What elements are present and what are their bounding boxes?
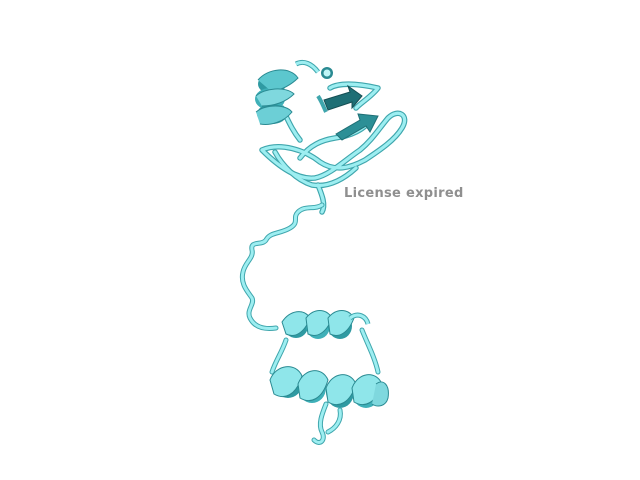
license-watermark: License expired: [344, 186, 464, 201]
upper-helix: [255, 59, 333, 125]
c-terminal-tail: [311, 401, 343, 445]
lower-helix-1: [281, 310, 371, 339]
beta-strands: [316, 84, 379, 141]
lower-helix-2: [269, 366, 389, 408]
linker-coil: [239, 202, 325, 331]
helix-connector: [269, 327, 381, 375]
